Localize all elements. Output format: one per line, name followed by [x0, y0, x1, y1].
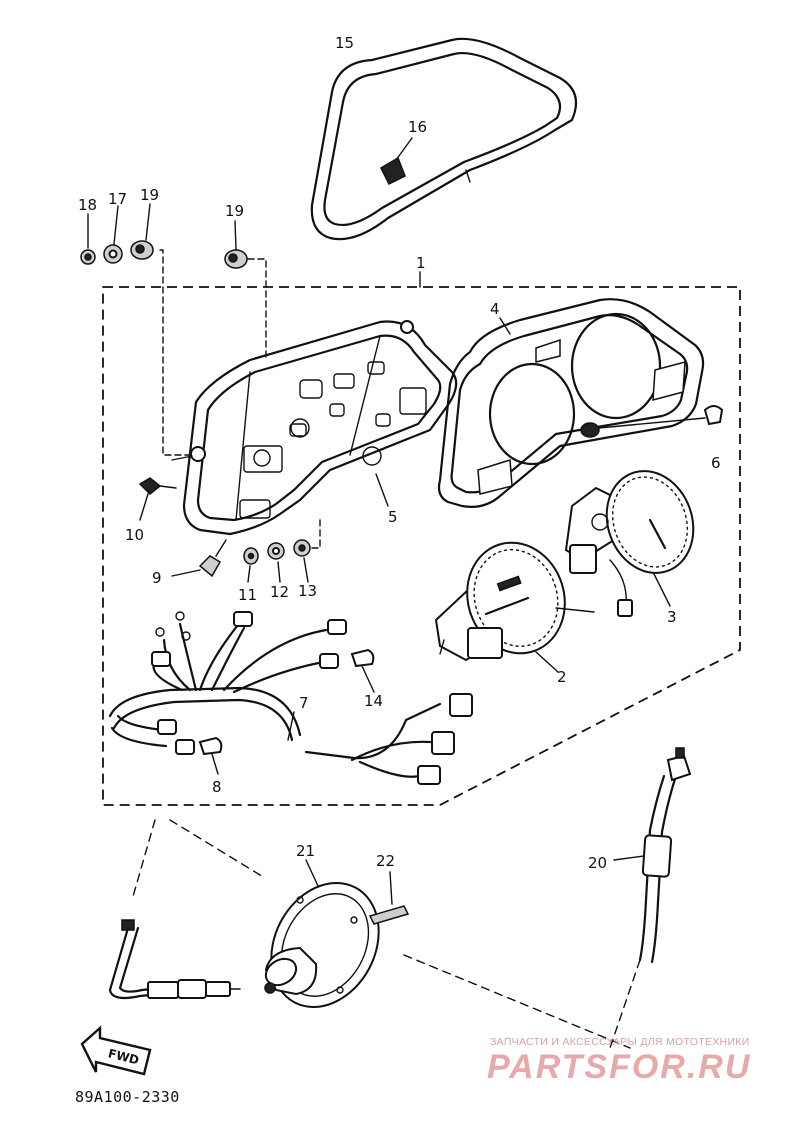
part-6-bulb — [703, 405, 724, 426]
callout-18: 18 — [78, 196, 97, 214]
drawing-code: 89A100-2330 — [75, 1088, 180, 1106]
callout-3: 3 — [667, 608, 677, 626]
fwd-arrow: FWD — [80, 1025, 152, 1076]
callout-5: 5 — [388, 508, 398, 526]
callout-21: 21 — [296, 842, 315, 860]
watermark-brand: PARTSFOR.RU — [487, 1048, 752, 1086]
part-22-bolt — [368, 905, 410, 925]
part-4-meter-panel — [437, 298, 706, 508]
callout-15: 15 — [335, 34, 354, 52]
callout-9: 9 — [152, 569, 162, 587]
part-10-screw — [138, 477, 162, 496]
callout-6: 6 — [711, 454, 721, 472]
callout-12: 12 — [270, 583, 289, 601]
callout-2: 2 — [557, 668, 567, 686]
callout-7: 7 — [299, 694, 309, 712]
speedometer-cable-left — [108, 926, 162, 1000]
callout-14: 14 — [364, 692, 383, 710]
callout-1: 1 — [416, 254, 426, 272]
callout-11: 11 — [238, 586, 257, 604]
callout-19-left: 19 — [140, 186, 159, 204]
part-3-tachometer — [564, 470, 695, 617]
callout-19-right: 19 — [225, 202, 244, 220]
part-2-speedometer — [434, 541, 595, 662]
part-14-bulb — [350, 648, 375, 668]
callout-16: 16 — [408, 118, 427, 136]
part-5-meter-case — [171, 320, 458, 536]
part-21-speedometer-gear-unit — [264, 859, 380, 1009]
part-15-meter-rim — [310, 37, 578, 241]
callout-4: 4 — [490, 300, 500, 318]
part-16-damper — [380, 156, 406, 186]
callout-20: 20 — [588, 854, 607, 872]
part-8-bulb — [198, 736, 223, 756]
callout-17: 17 — [108, 190, 127, 208]
callout-8: 8 — [212, 778, 222, 796]
part-20-speedometer-cable — [613, 747, 692, 964]
assembly-boundary — [102, 286, 741, 806]
callout-22: 22 — [376, 852, 395, 870]
callout-13: 13 — [298, 582, 317, 600]
watermark-tagline: ЗАПЧАСТИ И АКСЕССУАРЫ ДЛЯ МОТОТЕХНИКИ — [490, 1036, 750, 1048]
callout-10: 10 — [125, 526, 144, 544]
part-7-wire-harness — [108, 611, 473, 785]
part-9-bulb-socket — [198, 555, 222, 578]
